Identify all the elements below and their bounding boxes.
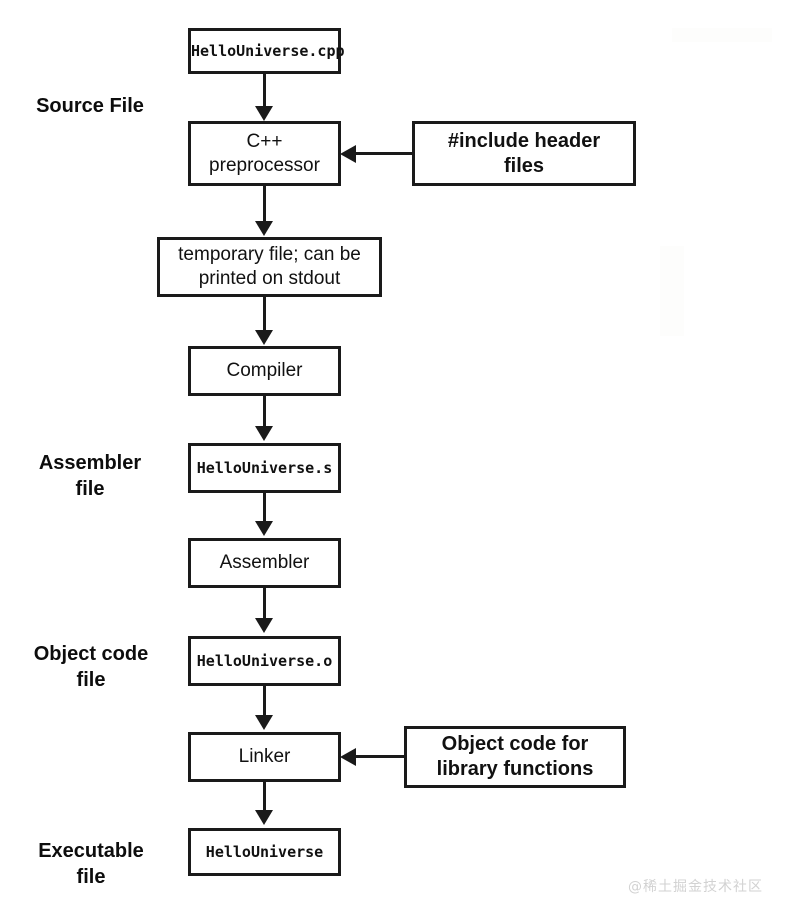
- node-label: HelloUniverse.s: [196, 458, 333, 477]
- edge-arrowhead-object-to-linker: [255, 715, 273, 730]
- edge-arrowhead-include-to-preprocessor: [340, 145, 356, 163]
- stage-label-assembler-file: Assembler file: [38, 452, 142, 500]
- edge-line-linker-to-executable: [263, 782, 266, 812]
- node-label: Linker: [238, 746, 291, 768]
- node-label: #include header files: [447, 129, 601, 177]
- node-hellouniverse-cpp[interactable]: HelloUniverse.cpp: [188, 28, 345, 74]
- stage-label-executable-file: Executable file: [38, 840, 144, 888]
- node-object-code-library[interactable]: Object code for library functions: [404, 726, 626, 788]
- edge-line-include-to-preprocessor: [355, 152, 413, 155]
- edge-arrowhead-assembler-to-object: [255, 618, 273, 633]
- edge-arrowhead-cpp-to-preprocessor: [255, 106, 273, 121]
- edge-arrowhead-temporary-to-compiler: [255, 330, 273, 345]
- node-hellouniverse-exe[interactable]: HelloUniverse: [188, 828, 341, 876]
- node-include-header-files[interactable]: #include header files: [412, 121, 636, 186]
- stage-label-source-file: Source File: [36, 95, 144, 117]
- edge-line-compiler-to-assembly: [263, 396, 266, 428]
- node-temporary-file[interactable]: temporary file; can be printed on stdout: [157, 237, 382, 297]
- edge-line-temporary-to-compiler: [263, 297, 266, 332]
- background-artifact: [660, 246, 684, 336]
- node-label: HelloUniverse.cpp: [191, 41, 345, 60]
- edge-line-library-to-linker: [355, 755, 405, 758]
- stage-label-object-code-file: Object code file: [33, 643, 149, 691]
- edge-arrowhead-compiler-to-assembly: [255, 426, 273, 441]
- edge-arrowhead-library-to-linker: [340, 748, 356, 766]
- node-label: temporary file; can be printed on stdout: [178, 244, 361, 289]
- node-label: Object code for library functions: [436, 733, 594, 780]
- edge-line-preprocessor-to-temporary: [263, 186, 266, 223]
- node-label: Assembler: [219, 552, 310, 574]
- node-label: HelloUniverse.o: [196, 651, 333, 670]
- edge-arrowhead-preprocessor-to-temporary: [255, 221, 273, 236]
- node-compiler[interactable]: Compiler: [188, 346, 341, 396]
- background-artifact: [672, 28, 772, 42]
- node-label: Compiler: [226, 360, 303, 382]
- edge-arrowhead-linker-to-executable: [255, 810, 273, 825]
- node-hellouniverse-s[interactable]: HelloUniverse.s: [188, 443, 341, 493]
- watermark-text: @稀土掘金技术社区: [628, 879, 763, 895]
- node-cpp-preprocessor[interactable]: C++ preprocessor: [188, 121, 341, 186]
- edge-arrowhead-assembly-to-assembler: [255, 521, 273, 536]
- edge-line-assembly-to-assembler: [263, 493, 266, 523]
- edge-line-cpp-to-preprocessor: [263, 74, 266, 108]
- node-linker[interactable]: Linker: [188, 732, 341, 782]
- node-assembler[interactable]: Assembler: [188, 538, 341, 588]
- node-label: HelloUniverse: [205, 842, 324, 861]
- node-label: C++ preprocessor: [209, 130, 320, 176]
- edge-line-object-to-linker: [263, 686, 266, 717]
- edge-line-assembler-to-object: [263, 588, 266, 620]
- node-hellouniverse-o[interactable]: HelloUniverse.o: [188, 636, 341, 686]
